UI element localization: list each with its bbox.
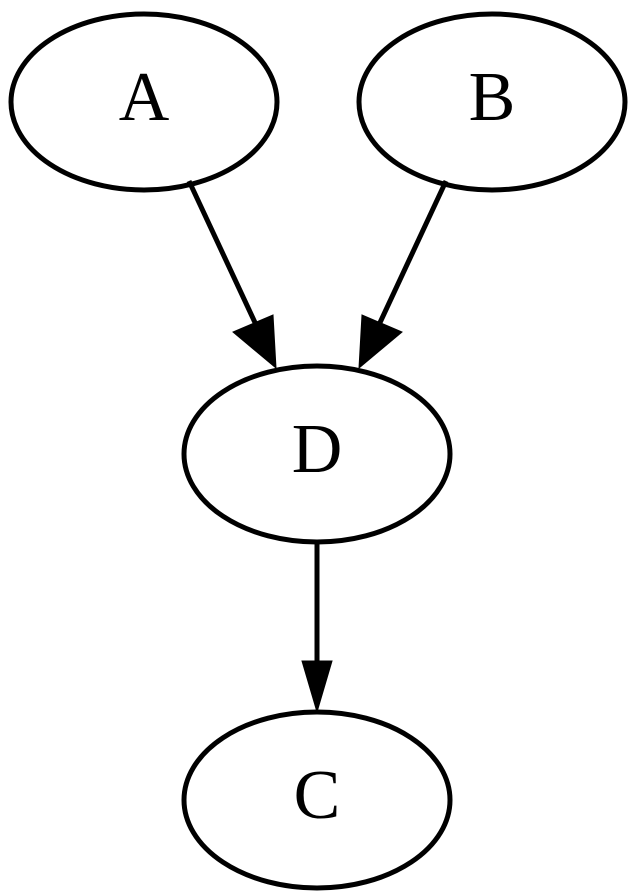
edge-b-to-d[interactable] (358, 179, 449, 370)
node-d-label: D (292, 411, 343, 488)
node-c-ellipse (181, 709, 453, 891)
node-d-ellipse (181, 363, 453, 545)
edge-b-to-d-line (374, 179, 449, 331)
edge-a-to-d-line (186, 179, 261, 331)
node-d[interactable]: D (181, 363, 453, 545)
node-b[interactable]: B (356, 11, 628, 193)
edge-d-to-c[interactable] (301, 543, 333, 714)
edge-d-to-c-arrowhead-icon (301, 660, 333, 714)
edge-a-to-d[interactable] (186, 179, 277, 370)
node-a[interactable]: A (8, 11, 280, 193)
node-c-label: C (294, 757, 341, 834)
edge-b-to-d-arrowhead-icon (358, 314, 403, 370)
node-c[interactable]: C (181, 709, 453, 891)
edge-a-to-d-arrowhead-icon (232, 314, 277, 370)
node-a-ellipse (8, 11, 280, 193)
node-a-label: A (119, 59, 170, 136)
node-b-label: B (469, 59, 516, 136)
node-b-ellipse (356, 11, 628, 193)
